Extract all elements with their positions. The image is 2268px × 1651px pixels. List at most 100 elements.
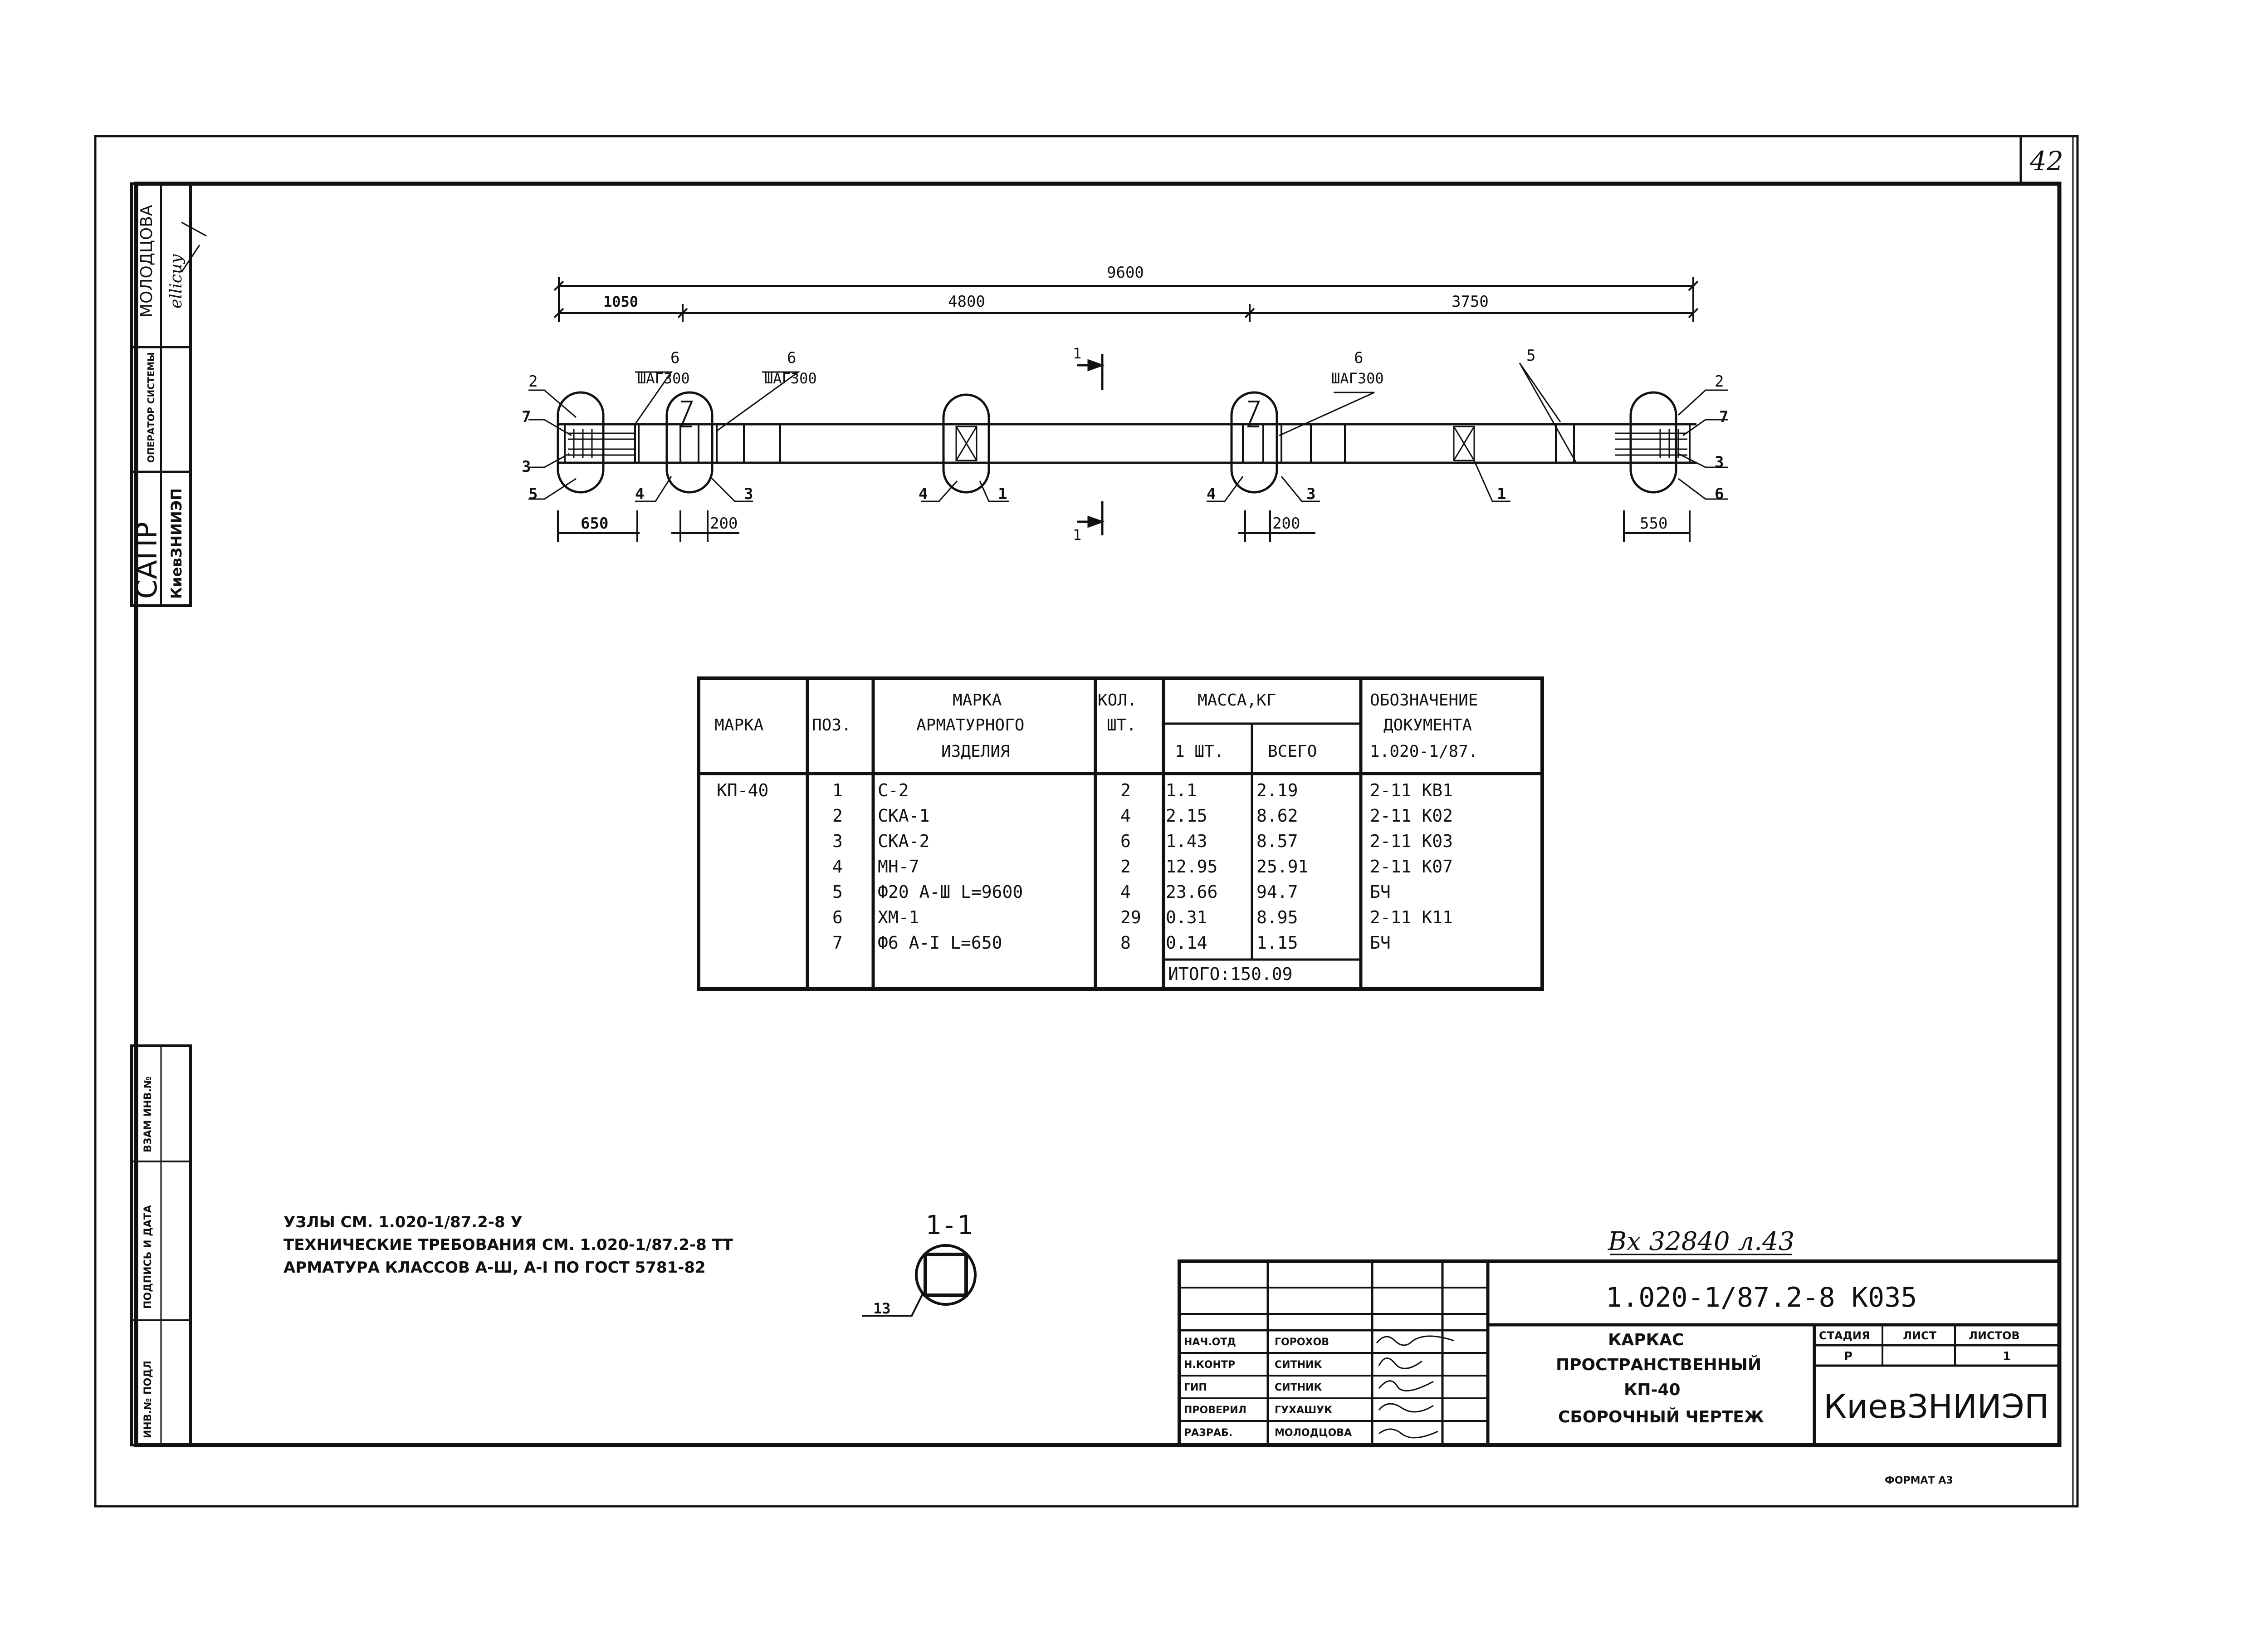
sheet-frame: 42 ФОРМАТ А3	[94, 135, 2079, 1508]
row-item: Ф20 А-Ш L=9600	[878, 882, 1023, 902]
row-qty: 29	[1120, 907, 1141, 927]
callout-2-left: 2	[528, 372, 538, 391]
note-2: ТЕХНИЧЕСКИЕ ТРЕБОВАНИЯ СМ. 1.020-1/87.2-…	[284, 1236, 733, 1254]
role-name: СИТНИК	[1275, 1382, 1322, 1393]
callout-7-right: 7	[1719, 408, 1728, 426]
callout-6c: 6	[1354, 349, 1363, 367]
dim-overall: 9600	[1107, 264, 1144, 282]
handwritten-ref: Вх 32840 л.43	[1608, 1227, 1794, 1256]
dim-seg-1: 1050	[603, 293, 638, 310]
row-mass-one: 2.15	[1166, 806, 1207, 826]
row-item: Ф6 А-I L=650	[878, 933, 1002, 953]
inv-field-podpis: ПОДПИСЬ И ДАТА	[142, 1205, 154, 1309]
hdr-mass: МАССА,КГ	[1198, 691, 1276, 710]
callout-4a: 4	[635, 485, 644, 503]
callout-1-mid: 1	[998, 485, 1007, 503]
row-pos: 6	[832, 907, 843, 927]
callout-7-left: 7	[522, 408, 531, 426]
callout-5-left: 5	[528, 485, 538, 503]
callout-4b: 4	[1207, 485, 1216, 503]
step-label-c: ШАГ300	[1331, 370, 1384, 387]
section-mark-bottom: 1	[1073, 526, 1081, 544]
hdr-qty-2: ШТ.	[1107, 716, 1136, 735]
row-pos: 1	[832, 780, 843, 800]
row-mass-total: 8.95	[1256, 907, 1298, 927]
title-org: КиевЗНИИЭП	[1823, 1387, 2049, 1426]
row-qty: 4	[1120, 882, 1131, 902]
dim-200-b: 200	[1272, 514, 1300, 533]
row-qty: 2	[1120, 857, 1131, 877]
row-item: СКА-2	[878, 831, 929, 851]
row-mass-one: 1.43	[1166, 831, 1207, 851]
inv-field-vzam: ВЗАМ ИНВ.№	[142, 1077, 154, 1152]
row-pos: 4	[832, 857, 843, 877]
role-name: МОЛОДЦОВА	[1275, 1427, 1352, 1439]
stage-value: Р	[1844, 1350, 1853, 1363]
row-item: ХМ-1	[878, 907, 919, 927]
row-mass-total: 1.15	[1256, 933, 1298, 953]
row-mass-one: 1.1	[1166, 780, 1197, 800]
role-label: РАЗРАБ.	[1184, 1427, 1232, 1439]
dim-seg-2: 4800	[948, 293, 985, 311]
row-qty: 8	[1120, 933, 1131, 953]
row-doc: 2-11 К02	[1370, 806, 1453, 826]
title-line-3: КП-40	[1624, 1381, 1681, 1399]
step-label-b: ШАГ300	[764, 370, 817, 387]
bottom-dimensions	[557, 510, 1691, 542]
row-doc: 2-11 К07	[1370, 857, 1453, 877]
dimension-chain	[553, 277, 1699, 322]
callout-3b: 3	[1306, 485, 1315, 503]
left-stamp: МОЛОДЦОВА ellicuy ОПЕРАТОР СИСТЕМЫ САПР …	[130, 182, 207, 607]
row-doc: БЧ	[1370, 933, 1391, 953]
row-item: СКА-1	[878, 806, 929, 826]
doc-code: 1.020-1/87.2-8 К035	[1606, 1282, 1917, 1313]
section-callout: 13	[873, 1300, 891, 1317]
format-label: ФОРМАТ А3	[1885, 1475, 1953, 1486]
hdr-mark: МАРКА	[714, 716, 764, 735]
row-mass-total: 8.62	[1256, 806, 1298, 826]
stamp-signature: ellicuy	[167, 254, 186, 309]
row-pos: 5	[832, 882, 843, 902]
hdr-qty-1: КОЛ.	[1098, 691, 1137, 710]
hdr-doc-1: ОБОЗНАЧЕНИЕ	[1370, 691, 1478, 710]
section-title: 1-1	[925, 1210, 973, 1240]
callout-1c: 1	[1497, 485, 1506, 503]
stamp-org: КиевЗНИИЭП	[168, 488, 185, 599]
callout-6-right: 6	[1715, 485, 1724, 503]
section-1-1: 1-1 13	[862, 1210, 977, 1317]
role-label: НАЧ.ОТД	[1184, 1337, 1236, 1348]
role-name: ГОРОХОВ	[1275, 1337, 1329, 1348]
role-name: СИТНИК	[1275, 1359, 1322, 1371]
row-doc: 2-11 К03	[1370, 831, 1453, 851]
dim-650: 650	[581, 514, 608, 533]
callout-6b: 6	[787, 349, 796, 367]
sheets-header: ЛИСТОВ	[1969, 1329, 2020, 1342]
row-mass-total: 94.7	[1256, 882, 1298, 902]
row-pos: 3	[832, 831, 843, 851]
stage-header: СТАДИЯ	[1819, 1329, 1870, 1342]
sheets-value: 1	[2003, 1350, 2011, 1363]
sheet-number: 42	[2029, 146, 2063, 176]
role-label: Н.КОНТР	[1184, 1359, 1235, 1371]
dim-550: 550	[1640, 514, 1667, 533]
cage-elevation	[528, 363, 1728, 502]
role-label: ГИП	[1184, 1382, 1207, 1393]
row-item: С-2	[878, 780, 909, 800]
hdr-mass-one: 1 ШТ.	[1175, 742, 1224, 761]
dim-seg-3: 3750	[1452, 293, 1489, 311]
title-block: 1.020-1/87.2-8 К035 КАРКАС ПРОСТРАНСТВЕН…	[1178, 1259, 2061, 1447]
row-qty: 2	[1120, 780, 1131, 800]
title-line-2: ПРОСТРАНСТВЕННЫЙ	[1556, 1355, 1761, 1374]
row-mass-one: 23.66	[1166, 882, 1217, 902]
title-line-1: КАРКАС	[1608, 1331, 1684, 1349]
row-mass-one: 0.14	[1166, 933, 1207, 953]
note-1: УЗЛЫ СМ. 1.020-1/87.2-8 У	[284, 1213, 523, 1231]
row-mass-total: 8.57	[1256, 831, 1298, 851]
title-line-4: СБОРОЧНЫЙ ЧЕРТЕЖ	[1558, 1407, 1764, 1426]
stamp-person: МОЛОДЦОВА	[137, 205, 156, 318]
row-mass-total: 25.91	[1256, 857, 1308, 877]
hdr-doc-3: 1.020-1/87.	[1370, 742, 1478, 761]
row-mass-total: 2.19	[1256, 780, 1298, 800]
sheet-header: ЛИСТ	[1903, 1329, 1937, 1342]
row-pos: 2	[832, 806, 843, 826]
